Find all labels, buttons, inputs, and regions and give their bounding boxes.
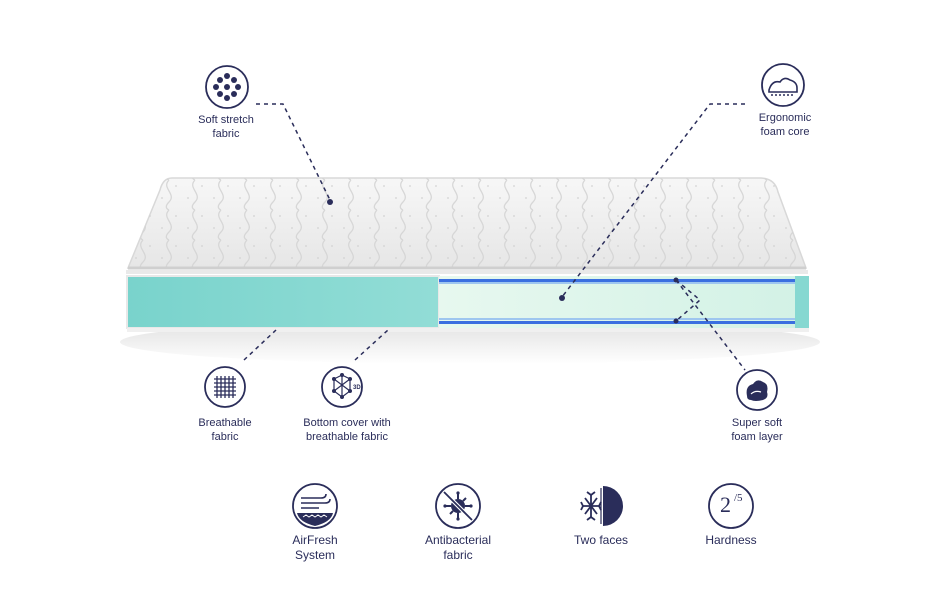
3d-cover-icon: 3D xyxy=(320,365,364,409)
soft-foam-stripe-bottom xyxy=(439,321,795,324)
airfresh-icon xyxy=(291,482,339,530)
ergonomic-foam-icon xyxy=(760,62,806,108)
hardness-scale: /5 xyxy=(734,492,743,504)
breathable-fabric-icon xyxy=(203,365,247,409)
leader-super-soft xyxy=(675,279,746,371)
two-faces-label: Two faces xyxy=(573,533,629,547)
soft-foam-layer-icon xyxy=(735,368,779,412)
breathable-fabric-label: Breathable fabric xyxy=(198,417,252,443)
airfresh-label: AirFresh System xyxy=(292,533,338,562)
antibacterial-label: Antibacterial fabric xyxy=(424,533,492,562)
antibacterial-icon xyxy=(434,482,482,530)
mattress-side-foam xyxy=(127,276,439,328)
soft-foam-stripe-top xyxy=(439,279,795,282)
hardness-icon: 2 /5 xyxy=(707,482,755,530)
hardness-value: 2 xyxy=(720,492,731,517)
soft-stretch-fabric-icon xyxy=(204,64,250,110)
soft-stretch-fabric-label: Soft stretch fabric xyxy=(198,114,254,140)
leader-soft-stretch xyxy=(256,103,331,201)
hardness-label: Hardness xyxy=(705,533,757,547)
super-soft-foam-label: Super soft foam layer xyxy=(731,417,783,443)
svg-text:3D: 3D xyxy=(353,385,361,391)
ergonomic-foam-label: Ergonomic foam core xyxy=(758,112,812,138)
two-faces-icon xyxy=(577,482,625,530)
leader-ergonomic xyxy=(561,103,745,298)
bottom-cover-label: Bottom cover with breathable fabric xyxy=(303,417,391,443)
